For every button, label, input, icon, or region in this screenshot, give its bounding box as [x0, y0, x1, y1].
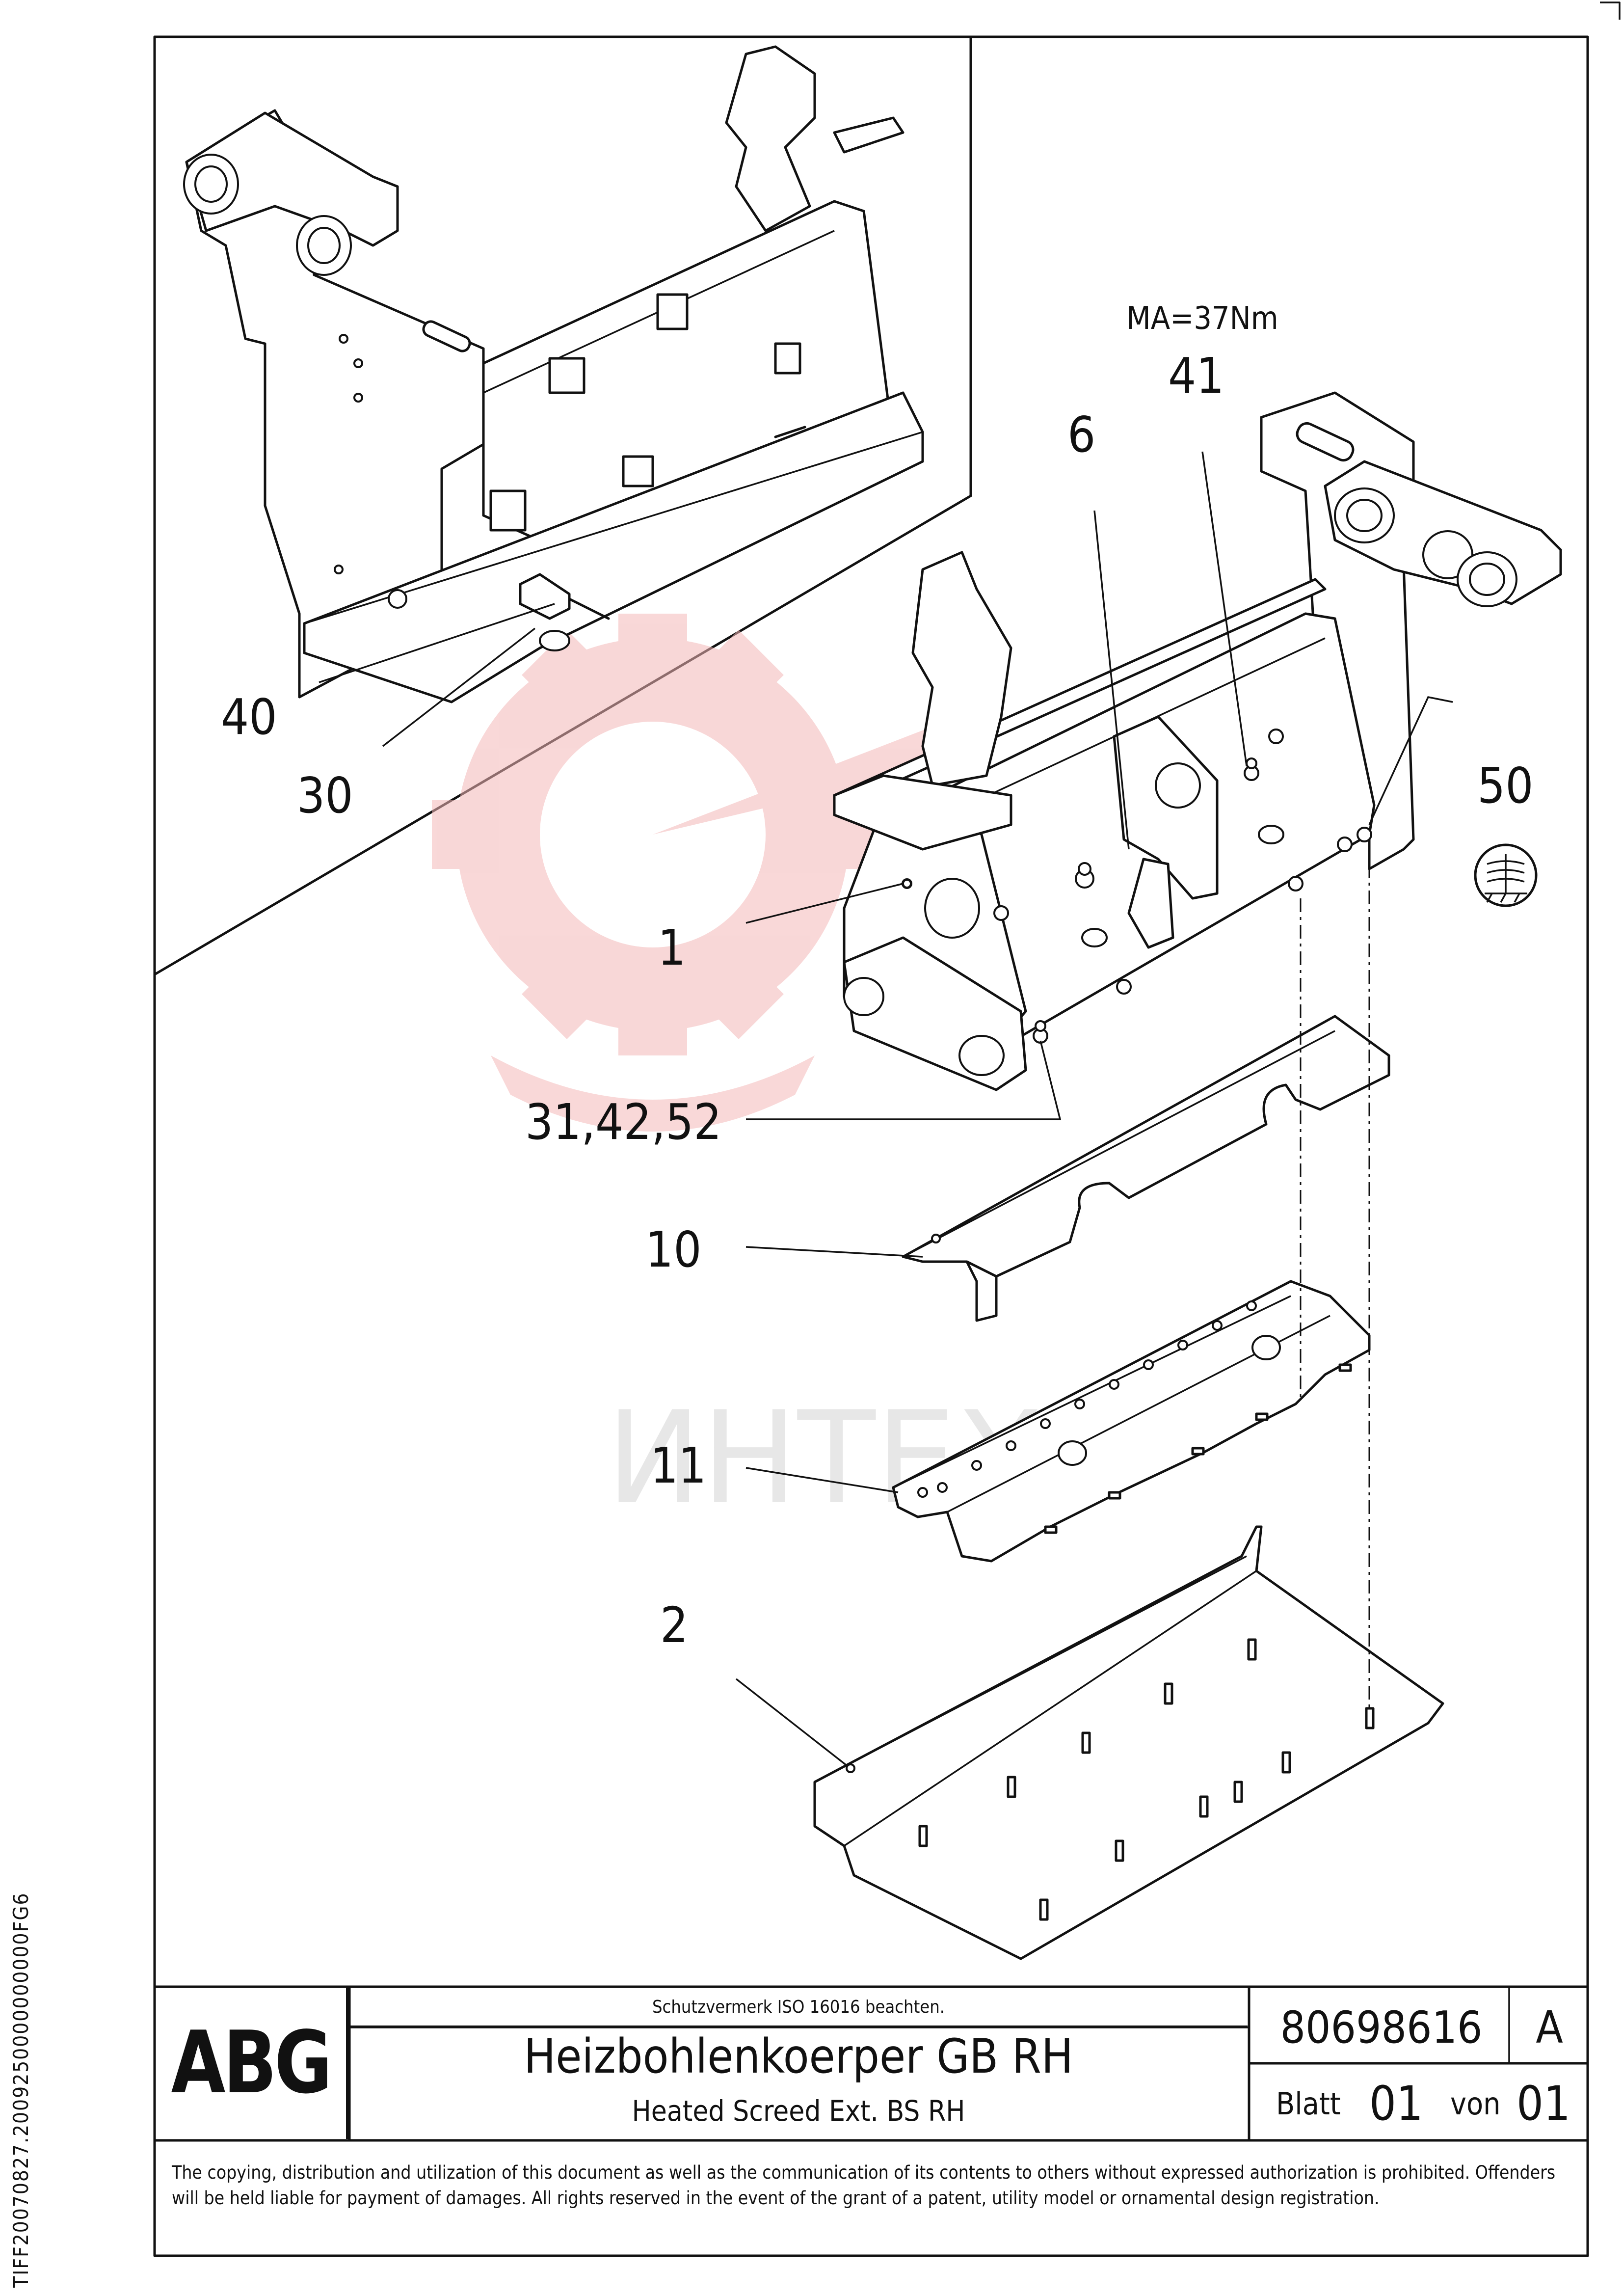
abg-logo: ABG — [155, 1987, 348, 2139]
beam-bolts — [993, 729, 1372, 1044]
leader-lines — [319, 451, 1453, 1773]
logo-text: ABG — [171, 2013, 332, 2113]
document-number: 80698616 — [1280, 2001, 1483, 2053]
callout-50: 50 — [1477, 757, 1533, 814]
total-sheets: 01 — [1517, 2076, 1570, 2131]
inset-frame-assembly — [183, 45, 924, 703]
copyright-notice: The copying, distribution and utilizatio… — [172, 2162, 1556, 2209]
title-english: Heated Screed Ext. BS RH — [632, 2094, 965, 2128]
callout-41: 41 — [1168, 347, 1224, 405]
callout-2: 2 — [660, 1596, 688, 1654]
revision: A — [1536, 2001, 1563, 2053]
callout-1: 1 — [658, 919, 686, 976]
protection-note: Schutzvermerk ISO 16016 beachten. — [349, 1988, 1248, 2027]
file-identifier: TIFF20070827.2009250000000000FG6 — [9, 1892, 33, 2288]
main-frame-assembly — [833, 391, 1562, 1091]
bar-holes — [917, 1300, 1257, 1498]
sheet-label: Blatt — [1276, 2085, 1341, 2122]
part-10-sheet — [902, 1015, 1390, 1322]
callout-6: 6 — [1067, 406, 1095, 463]
part-2-plate — [813, 1525, 1444, 1960]
callout-11: 11 — [650, 1437, 706, 1494]
callout-40: 40 — [221, 688, 277, 746]
callout-10: 10 — [645, 1221, 701, 1278]
part-11-bar — [892, 1280, 1371, 1563]
callout-31-42-52: 31,42,52 — [525, 1093, 722, 1151]
torque-note: MA=37Nm — [1126, 300, 1278, 337]
alignment-lines — [1300, 864, 1370, 1708]
callout-labels: 40 30 6 41 MA=37Nm 50 1 31,42,52 10 11 2 — [221, 300, 1533, 1654]
sheet-number: 01 — [1369, 2076, 1423, 2131]
title-german: Heizbohlenkoerper GB RH — [524, 2029, 1073, 2084]
heating-element-icon — [1474, 843, 1538, 907]
drawing-frame — [153, 1, 1621, 2257]
inset-detail-border — [153, 35, 972, 976]
of-label: von — [1450, 2085, 1501, 2122]
callout-30: 30 — [297, 767, 353, 824]
plate-studs — [918, 1638, 1375, 1921]
